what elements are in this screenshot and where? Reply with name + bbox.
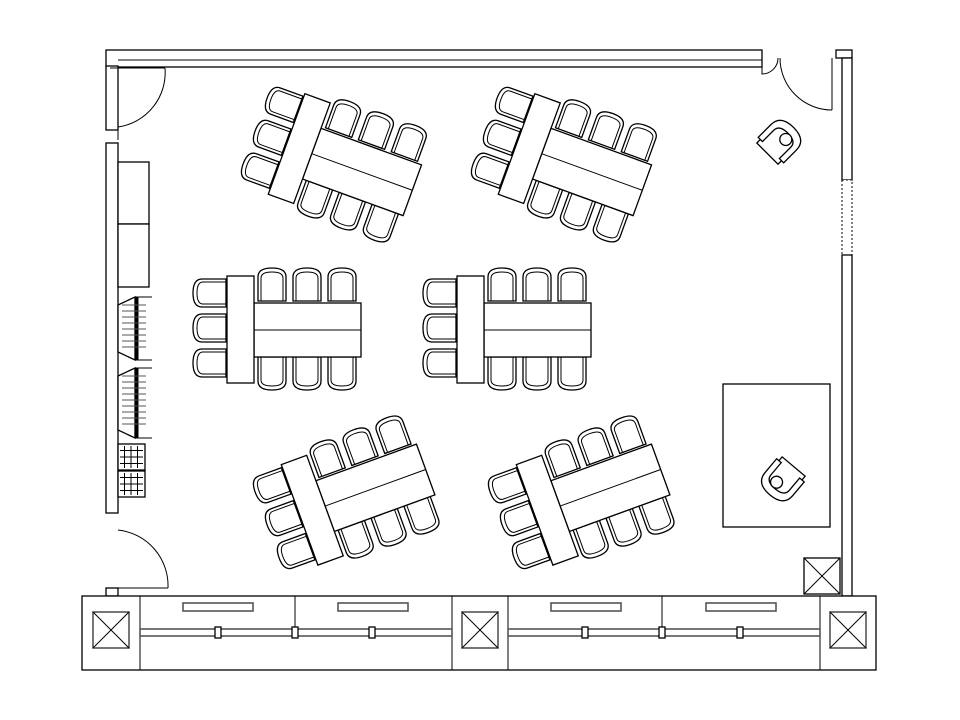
chair: [264, 499, 304, 537]
chair: [296, 179, 334, 219]
cabinet: [117, 223, 150, 288]
table-group: [240, 86, 427, 243]
chair: [192, 348, 227, 378]
armchair-rug: [760, 455, 807, 502]
chair: [610, 415, 647, 455]
table-group: [470, 86, 657, 243]
chair: [324, 99, 362, 139]
walls: [105, 49, 853, 597]
chair: [494, 86, 534, 124]
chair: [257, 267, 287, 302]
chair: [422, 278, 457, 308]
window: [705, 602, 777, 612]
door-top-right: [761, 57, 833, 111]
chair: [337, 519, 374, 559]
end-table: [267, 92, 332, 205]
chair: [292, 267, 322, 302]
cabinet: [117, 161, 150, 225]
window: [182, 602, 254, 612]
chair: [252, 466, 292, 504]
chair: [257, 356, 287, 391]
chair: [264, 86, 304, 124]
chair: [559, 191, 597, 231]
coat-rack: [117, 295, 152, 440]
end-table: [497, 92, 562, 205]
chair: [403, 495, 440, 535]
chair: [577, 427, 615, 467]
chair: [357, 111, 395, 151]
chair: [592, 203, 630, 243]
chair: [522, 356, 552, 391]
right-wall-top: [841, 57, 853, 181]
column-box: [803, 557, 841, 595]
chair: [327, 267, 357, 302]
chair: [422, 313, 457, 343]
pillar: [92, 611, 130, 649]
chair: [192, 313, 227, 343]
end-table: [515, 454, 580, 566]
armchair-top-right: [755, 119, 802, 166]
chair: [499, 499, 539, 537]
end-table: [456, 275, 485, 384]
chair: [390, 123, 427, 163]
right-wall-opening: [841, 179, 853, 256]
chair: [638, 495, 675, 535]
table-group: [422, 267, 592, 391]
door-left-top: [110, 67, 166, 140]
chair: [526, 179, 564, 219]
chair: [544, 439, 582, 479]
grille: [117, 443, 146, 498]
chair: [487, 356, 517, 391]
chair: [240, 152, 280, 190]
chair: [557, 267, 587, 302]
right-wall: [841, 254, 853, 597]
chair: [192, 278, 227, 308]
chair: [511, 532, 551, 570]
chair: [487, 466, 527, 504]
chair: [292, 356, 322, 391]
pillar: [461, 611, 499, 649]
chair: [327, 356, 357, 391]
table-group: [252, 415, 440, 570]
chair: [342, 427, 380, 467]
end-table: [226, 275, 255, 384]
chair: [487, 267, 517, 302]
chair: [422, 348, 457, 378]
table-groups: [192, 86, 675, 570]
chair: [557, 356, 587, 391]
chair: [370, 507, 407, 547]
chair: [470, 152, 510, 190]
table-group: [487, 415, 675, 570]
chair: [329, 191, 367, 231]
teacher-area: [722, 119, 841, 595]
rug: [722, 383, 831, 528]
chair: [572, 519, 609, 559]
chair: [587, 111, 625, 151]
chair: [620, 123, 657, 163]
chair: [482, 119, 522, 157]
pillar: [829, 611, 867, 649]
end-table: [280, 454, 345, 566]
window: [337, 602, 409, 612]
window: [550, 602, 622, 612]
bottom-window-wall: [81, 595, 877, 671]
left-wall: [105, 142, 119, 514]
chair: [554, 99, 592, 139]
door-left-bottom: [112, 529, 169, 589]
left-wall-fixtures: [117, 161, 152, 498]
chair: [362, 203, 400, 243]
chair: [276, 532, 316, 570]
table-group: [192, 267, 362, 391]
doors: [110, 57, 833, 589]
chair: [605, 507, 642, 547]
chair: [522, 267, 552, 302]
chair: [252, 119, 292, 157]
chair: [309, 439, 347, 479]
left-wall-top: [105, 65, 119, 131]
chair: [375, 415, 412, 455]
